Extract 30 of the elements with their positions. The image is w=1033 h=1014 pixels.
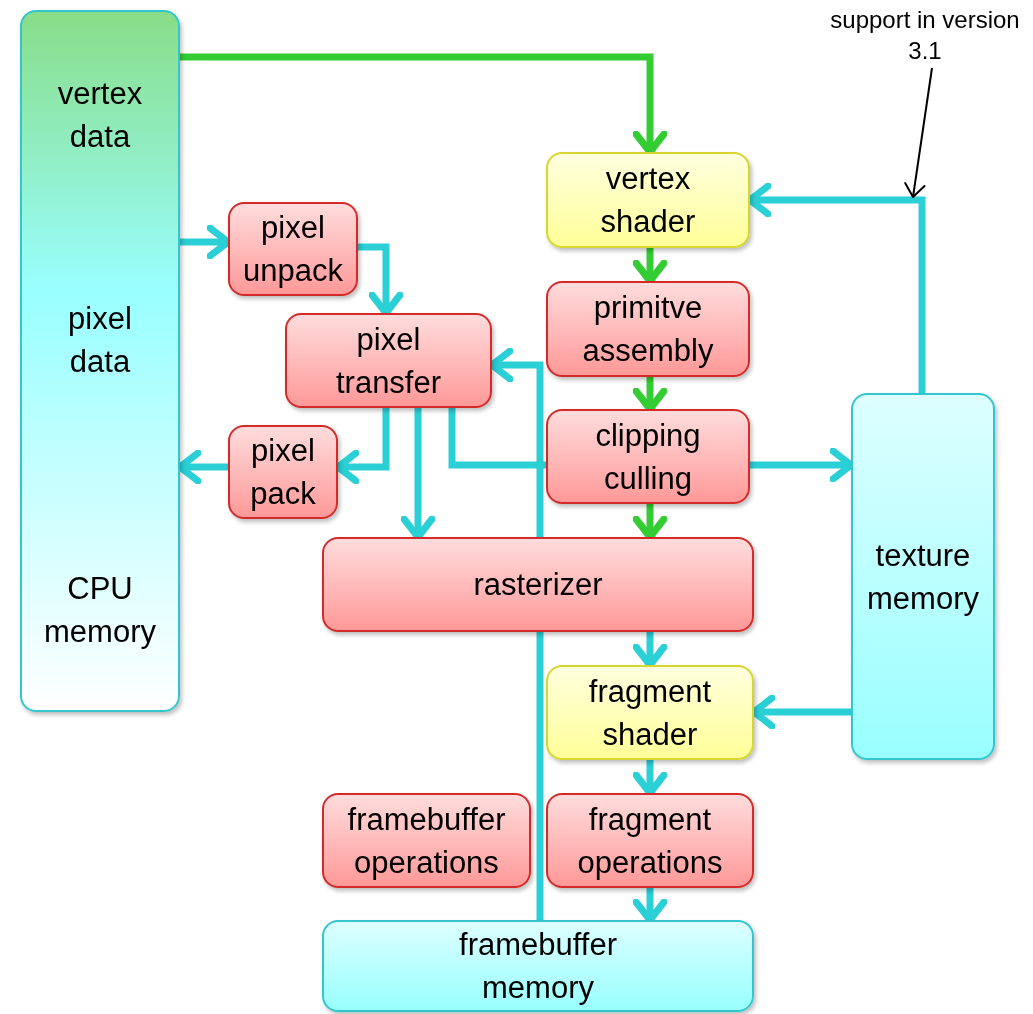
node-label: fragment shader: [588, 672, 712, 754]
shader-box: [546, 665, 754, 760]
process-box: [285, 313, 492, 408]
node-label: vertex shader: [600, 160, 696, 241]
memory-column: [20, 10, 180, 712]
node-label: pixel transfer: [335, 320, 442, 402]
node-label: pixel pack: [250, 432, 316, 513]
shader-box: [546, 152, 750, 248]
annotation-text: support in version 3.1: [829, 5, 1021, 66]
node-label: primitve assembly: [582, 289, 714, 370]
node-label: pixel data: [68, 300, 132, 381]
memory-box: [851, 393, 995, 760]
node-label: texture memory: [867, 536, 979, 618]
process-box: [322, 793, 531, 888]
process-box: [228, 202, 358, 296]
node-label: vertex data: [57, 75, 143, 156]
process-box: [228, 425, 338, 519]
node-label: framebuffer operations: [347, 800, 506, 882]
process-box: [322, 537, 754, 632]
node-label: framebuffer memory: [459, 926, 617, 1007]
node-label: fragment operations: [577, 800, 723, 882]
node-label: rasterizer: [473, 566, 603, 604]
node-label: pixel unpack: [243, 209, 343, 290]
leader-line: [904, 67, 933, 198]
process-box: [546, 281, 750, 377]
node-label: clipping culling: [595, 416, 701, 498]
node-label: CPU memory: [44, 570, 156, 651]
process-box: [546, 409, 750, 504]
process-box: [546, 793, 754, 888]
memory-box: [322, 920, 754, 1012]
